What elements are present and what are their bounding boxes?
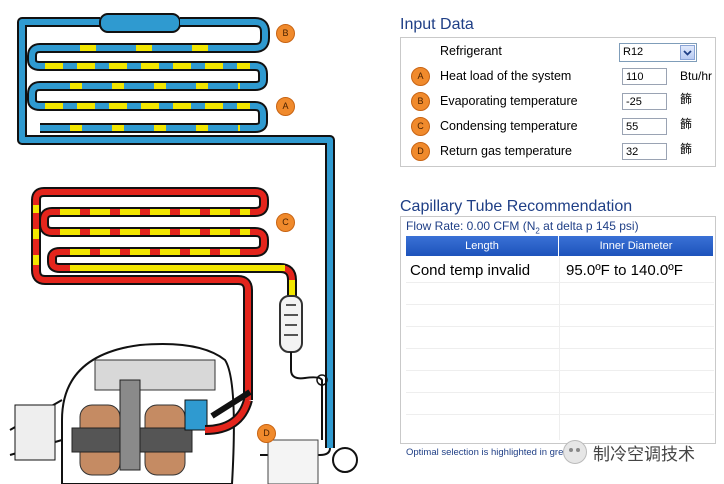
evaporating-temp-badge: B <box>411 92 430 111</box>
flow-rate-suffix: at delta p 145 psi) <box>539 219 639 233</box>
wechat-icon <box>563 440 587 464</box>
accumulator-tube <box>99 13 181 33</box>
marker-d: D <box>257 424 276 443</box>
flow-rate-prefix: Flow Rate: 0.00 CFM (N <box>406 219 536 233</box>
condensing-temp-label: Condensing temperature <box>440 119 578 133</box>
footer-note: Optimal selection is highlighted in gre <box>406 447 564 458</box>
flow-rate-text: Flow Rate: 0.00 CFM (N2 at delta p 145 p… <box>406 219 639 235</box>
column-header-inner-diameter[interactable]: Inner Diameter <box>559 236 714 256</box>
marker-c: C <box>276 213 295 232</box>
column-header-length[interactable]: Length <box>406 236 559 256</box>
condensing-temp-badge: C <box>411 117 430 136</box>
relay-box <box>267 439 319 484</box>
evaporating-temp-field[interactable]: -25 <box>622 93 667 110</box>
heat-load-label: Heat load of the system <box>440 69 572 83</box>
evaporating-temp-unit: 籂 <box>680 92 693 106</box>
service-valve <box>332 447 358 473</box>
return-gas-temp-label: Return gas temperature <box>440 144 573 158</box>
refrigerant-select-value: R12 <box>623 46 644 58</box>
marker-b: B <box>276 24 295 43</box>
condensing-temp-unit: 籂 <box>680 117 693 131</box>
refrigerant-label: Refrigerant <box>440 44 502 58</box>
flow-rate-subscript: 2 <box>535 226 540 236</box>
marker-a: A <box>276 97 295 116</box>
heat-load-field[interactable]: 110 <box>622 68 667 85</box>
condensing-temp-field[interactable]: 55 <box>622 118 667 135</box>
heat-load-badge: A <box>411 67 430 86</box>
condenser-coil <box>39 187 297 300</box>
return-gas-temp-field[interactable]: 32 <box>622 143 667 160</box>
watermark: 制冷空调技术 <box>563 438 695 466</box>
recommendation-title: Capillary Tube Recommendation <box>400 198 633 215</box>
refrigeration-system-diagram <box>9 13 358 484</box>
evaporator-coil <box>27 43 268 133</box>
evaporating-temp-label: Evaporating temperature <box>440 94 578 108</box>
table-row[interactable]: Cond temp invalid 95.0ºF to 140.0ºF <box>406 260 714 282</box>
refrigerant-select[interactable]: R12 <box>619 43 697 62</box>
evaporator-return-line-fill <box>19 19 333 448</box>
chevron-down-icon[interactable] <box>680 45 695 60</box>
return-gas-temp-unit: 籂 <box>680 142 693 156</box>
watermark-text: 制冷空调技术 <box>593 444 695 465</box>
cell-length: Cond temp invalid <box>410 262 531 279</box>
cell-inner-diameter: 95.0ºF to 140.0ºF <box>566 262 683 279</box>
capillary-tube <box>290 352 323 440</box>
input-data-title: Input Data <box>400 16 474 33</box>
compressor <box>9 343 235 484</box>
heat-load-unit: Btu/hr <box>680 69 713 83</box>
return-gas-temp-badge: D <box>411 142 430 161</box>
